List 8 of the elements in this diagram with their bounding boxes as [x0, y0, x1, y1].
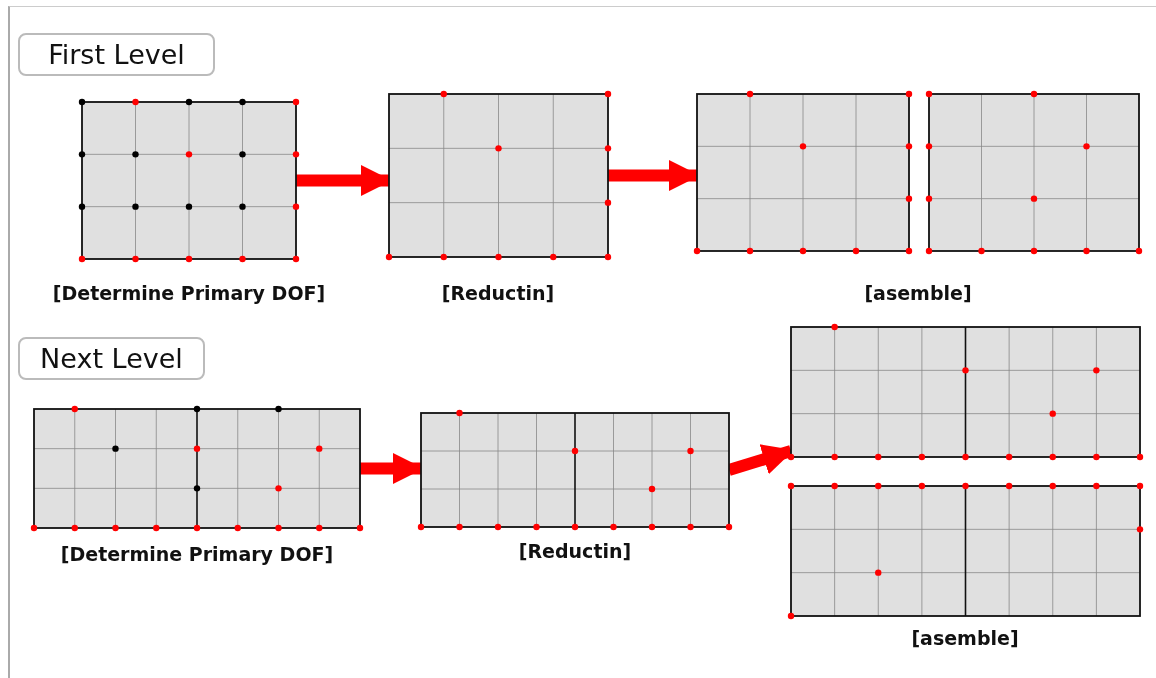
- node-label: [Reductin]: [441, 282, 555, 304]
- level-tag: First Level: [18, 33, 215, 76]
- node-label: [asemble]: [864, 282, 972, 304]
- node-label: [Determine Primary DOF]: [60, 543, 334, 565]
- node-label: [asemble]: [911, 627, 1019, 649]
- level-tag: Next Level: [18, 337, 205, 380]
- node-label: [Determine Primary DOF]: [52, 282, 326, 304]
- node-label: [Reductin]: [518, 540, 632, 562]
